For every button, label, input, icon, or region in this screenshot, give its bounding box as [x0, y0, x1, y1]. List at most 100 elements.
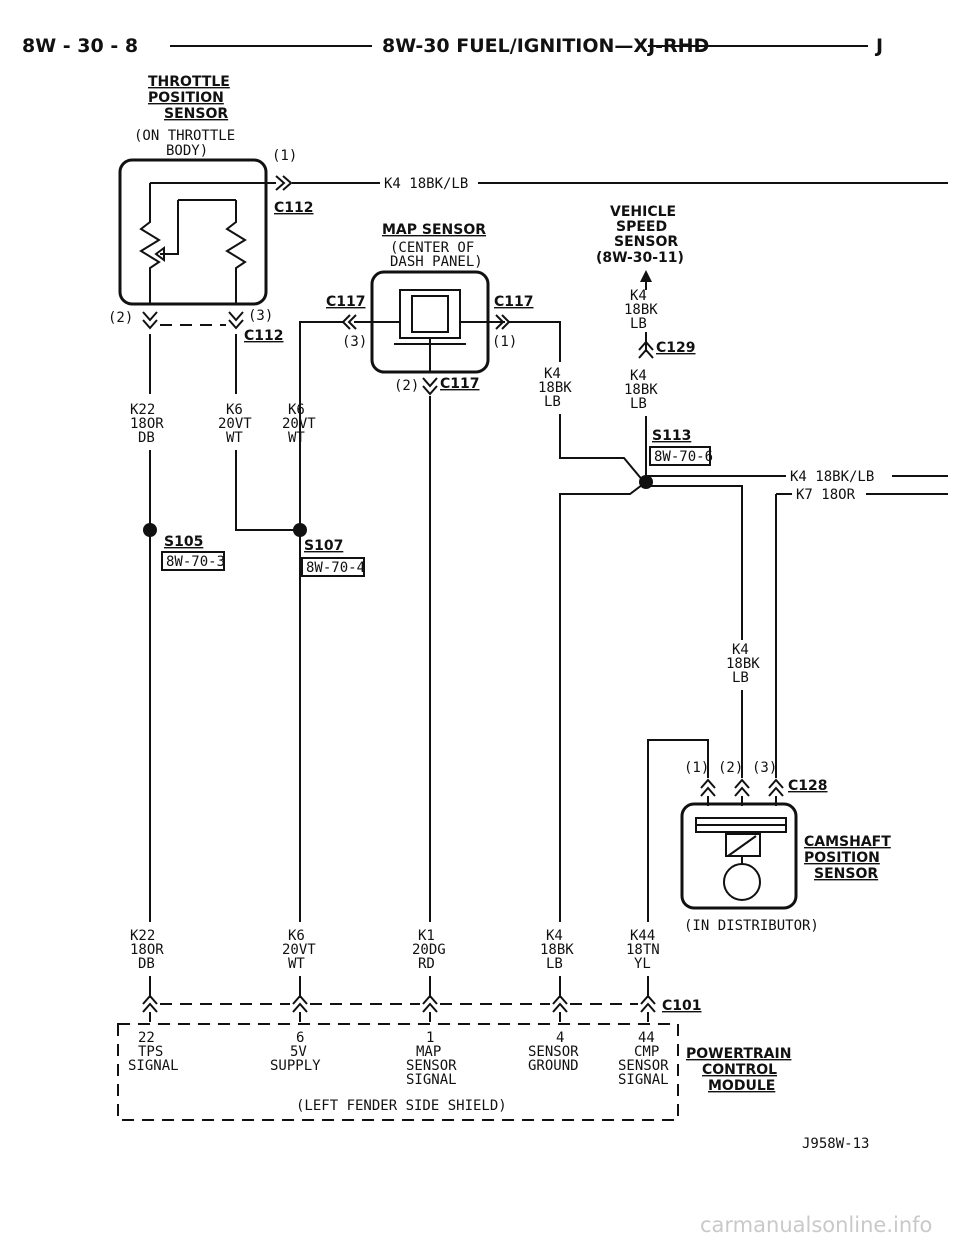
cmp-pin2-connector-symbol — [734, 778, 750, 797]
wire-k6a-label-line1: K6 — [226, 402, 243, 418]
tps-pin1-connector-symbol — [275, 175, 293, 191]
cmp-title-line2: POSITION — [804, 850, 880, 866]
tps-pin2-connector-symbol — [142, 311, 158, 330]
cmp-location: (IN DISTRIBUTOR) — [684, 918, 819, 934]
map-connector-c117-right: C117 — [494, 294, 534, 310]
pcm-title-line2: CONTROL — [702, 1062, 777, 1078]
wire-k6b-label-line1: K6 — [288, 402, 305, 418]
figure-id: J958W-13 — [802, 1136, 869, 1152]
tps-resistor-right — [225, 200, 247, 304]
splice-s105: S105 8W-70-3 — [143, 523, 225, 571]
bottom-k22-line3: DB — [138, 956, 155, 972]
wire-k22-label-line3: DB — [138, 430, 155, 446]
splice-s107-ref: 8W-70-4 — [306, 560, 365, 576]
splice-s107: S107 8W-70-4 — [293, 523, 365, 577]
bottom-k44-line2: 18TN — [626, 942, 660, 958]
wire-k4-top-label: K4 18BK/LB — [384, 176, 468, 192]
pcm-pin44-number: 44 — [638, 1030, 655, 1046]
splice-s105-ref: 8W-70-3 — [166, 554, 225, 570]
tps-wiper — [160, 199, 236, 255]
tps-title-line3: SENSOR — [164, 106, 228, 122]
cmp-element-magnet — [723, 863, 761, 901]
bottom-k44-line3: YL — [634, 956, 651, 972]
map-sensor-title: MAP SENSOR — [382, 222, 486, 238]
cmp-connector-c128: C128 — [788, 778, 828, 794]
wire-map-pin1-up — [509, 321, 561, 362]
map-connector-c117-left: C117 — [326, 294, 366, 310]
wire-map-k4-to-s113 — [559, 414, 645, 483]
tps-pin2-label: (2) — [108, 310, 133, 326]
wire-k6b-label-line2: 20VT — [282, 416, 316, 432]
tps-connector-c112-bottom: C112 — [244, 328, 284, 344]
tps-body-box — [118, 158, 268, 306]
pcm-pin22-number: 22 — [138, 1030, 155, 1046]
vehicle-speed-sensor: VEHICLE SPEED SENSOR (8W-30-11) K4 18BK … — [596, 204, 696, 482]
pcm-location: (LEFT FENDER SIDE SHIELD) — [296, 1098, 507, 1114]
cmp-body-box — [680, 802, 798, 910]
pcm-dashed-box — [117, 1023, 679, 1121]
pcm-pin4-name-line2: GROUND — [528, 1058, 579, 1074]
pcm-pin44-name-line2: SENSOR — [618, 1058, 669, 1074]
map-location-line1: (CENTER OF — [390, 240, 474, 256]
wire-map-k4-label-line3: LB — [544, 394, 561, 410]
wire-k4-sensor-ground — [559, 481, 647, 922]
bottom-k1-line3: RD — [418, 956, 435, 972]
cmp-title-line3: SENSOR — [814, 866, 878, 882]
throttle-position-sensor: THROTTLE POSITION SENSOR (ON THROTTLE BO… — [108, 74, 314, 344]
bottom-k4-line3: LB — [546, 956, 563, 972]
pcm-pin6-name-line2: SUPPLY — [270, 1058, 321, 1074]
splice-s105-dot — [143, 523, 157, 537]
wire-k7-right-label: K7 18OR — [796, 487, 856, 503]
bottom-k4-line1: K4 — [546, 928, 563, 944]
cmp-pin1-label: (1) — [684, 760, 709, 776]
splice-s107-ref-box — [301, 557, 365, 577]
map-pin3-label: (3) — [342, 334, 367, 350]
tps-title-line1: THROTTLE — [148, 74, 230, 90]
vss-title-line1: VEHICLE — [610, 204, 676, 220]
vss-wire-a-line3: LB — [630, 316, 647, 332]
c101-pin4-symbol — [552, 994, 568, 1013]
tps-wiper-arrow — [154, 246, 165, 262]
splice-s105-label: S105 — [164, 534, 203, 550]
wire-k22-label-line2: 18OR — [130, 416, 164, 432]
map-pin2-connector-symbol — [422, 377, 438, 396]
cmp-element-diagonal — [727, 835, 757, 857]
connector-c101: C101 — [142, 994, 702, 1022]
wire-k44-cmp-signal — [647, 739, 709, 922]
pcm-pin4-name-line1: SENSOR — [528, 1044, 579, 1060]
pcm-pin4-number: 4 — [556, 1030, 564, 1046]
header-title: 8W-30 FUEL/IGNITION—XJ-RHD — [382, 35, 709, 57]
powertrain-control-module: 22 TPS SIGNAL 6 5V SUPPLY 1 MAP SENSOR S… — [117, 1023, 791, 1121]
pcm-pin44-name-line3: SIGNAL — [618, 1072, 669, 1088]
cmp-pin3-connector-symbol — [768, 778, 784, 797]
splice-s113-label: S113 — [652, 428, 691, 444]
pcm-pin22-name-line2: SIGNAL — [128, 1058, 179, 1074]
cmp-pin1-connector-symbol — [700, 778, 716, 797]
wire-map-k4-label-line2: 18BK — [538, 380, 572, 396]
pcm-title-line3: MODULE — [708, 1078, 775, 1094]
wire-cmp-k4-label-line1: K4 — [732, 642, 749, 658]
map-pin2-label: (2) — [394, 378, 419, 394]
c101-pin44-symbol — [640, 994, 656, 1013]
vss-connector-c129: C129 — [656, 340, 696, 356]
header-section: J — [874, 35, 883, 57]
vss-connector-symbol — [638, 340, 654, 359]
map-location-line2: DASH PANEL) — [390, 254, 483, 270]
vss-wire-b-line2: 18BK — [624, 382, 658, 398]
pcm-title-line1: POWERTRAIN — [686, 1046, 791, 1062]
bottom-k1-line2: 20DG — [412, 942, 446, 958]
vss-wire-a-line1: K4 — [630, 288, 647, 304]
wire-map-k4-label-line1: K4 — [544, 366, 561, 382]
bottom-k6-line2: 20VT — [282, 942, 316, 958]
splice-s113-ref-box — [649, 446, 711, 466]
pcm-pin6-number: 6 — [296, 1030, 304, 1046]
splice-s113-ref: 8W-70-6 — [654, 449, 713, 465]
pcm-pin22-name-line1: TPS — [138, 1044, 163, 1060]
splice-s107-dot — [293, 523, 307, 537]
vss-title-line3: SENSOR — [614, 234, 678, 250]
wire-k22-label-line1: K22 — [130, 402, 155, 418]
tps-location-line1: (ON THROTTLE — [134, 128, 235, 144]
c101-label: C101 — [662, 998, 702, 1014]
pcm-pin1-name-line3: SIGNAL — [406, 1072, 457, 1088]
